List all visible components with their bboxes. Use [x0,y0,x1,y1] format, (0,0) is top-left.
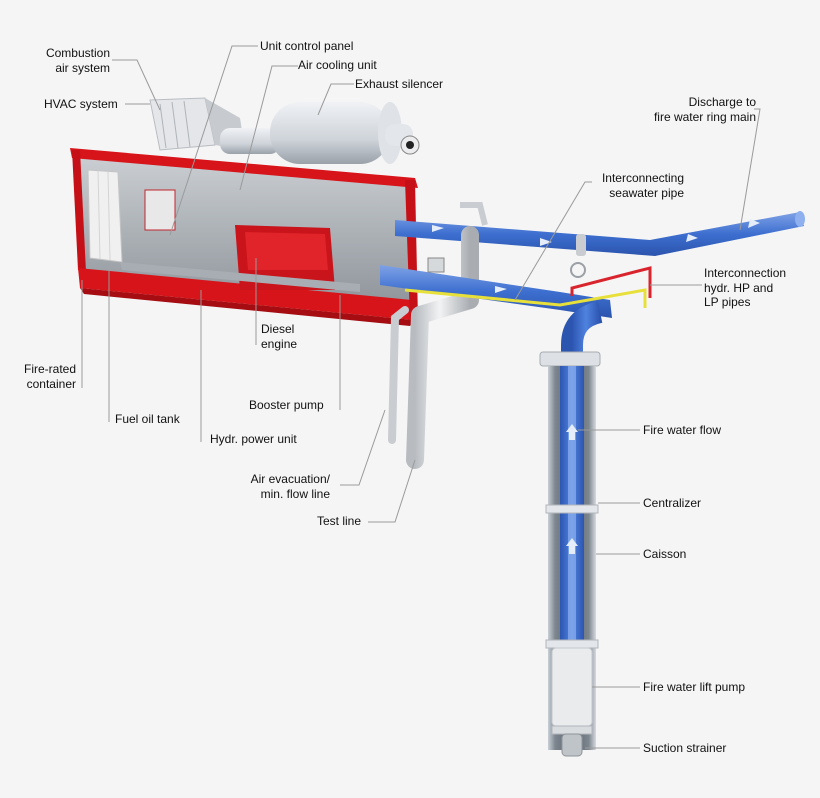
label-combustion-air-system: Combustion air system [20,46,110,75]
label-line: container [26,376,76,391]
label-diesel-engine: Diesel engine [261,322,297,351]
gray-pipes [388,202,488,469]
label-hvac-system: HVAC system [44,97,118,111]
label-fire-water-flow: Fire water flow [643,423,722,437]
label-line: Fire-rated [23,362,76,376]
label-line: fire water ring main [653,109,756,124]
label-air-cooling-unit: Air cooling unit [298,58,377,72]
label-fire-water-lift-pump: Fire water lift pump [643,680,746,694]
label-air-evacuation: Air evacuation/ min. flow line [230,472,330,501]
label-fire-rated-container: Fire-rated container [4,362,76,391]
label-hydr-power-unit: Hydr. power unit [210,432,297,446]
label-line: Interconnection [704,266,787,280]
discharge-pipe [395,211,805,278]
label-line: min. flow line [260,486,330,501]
label-centralizer: Centralizer [643,496,702,510]
label-line: seawater pipe [609,185,684,200]
label-discharge: Discharge to fire water ring main [600,95,756,124]
label-line: Air evacuation/ [250,472,330,486]
label-interconnecting-seawater-pipe: Interconnecting seawater pipe [580,171,684,200]
caisson-elbow [539,301,603,367]
hydraulic-hp-lp-pipes [404,266,652,308]
label-line: Diesel [261,322,295,336]
label-caisson: Caisson [643,547,687,561]
label-line: Interconnecting [601,171,684,185]
label-fuel-oil-tank: Fuel oil tank [115,412,180,426]
label-line: Combustion [45,46,110,60]
label-interconnection-hydr: Interconnection hydr. HP and LP pipes [704,266,786,310]
caisson [545,366,599,757]
label-line: air system [55,60,110,75]
label-exhaust-silencer: Exhaust silencer [355,77,444,91]
label-test-line: Test line [317,514,362,528]
label-booster-pump: Booster pump [249,398,324,412]
leader-lines [81,45,761,749]
label-line: engine [261,336,298,351]
label-line: Discharge to [688,95,756,109]
label-line: LP pipes [704,295,751,309]
label-suction-strainer: Suction strainer [643,741,727,755]
exhaust-silencer [220,102,420,164]
label-unit-control-panel: Unit control panel [260,39,354,53]
fire-rated-container [70,148,418,326]
label-line: hydr. HP and [704,280,774,295]
